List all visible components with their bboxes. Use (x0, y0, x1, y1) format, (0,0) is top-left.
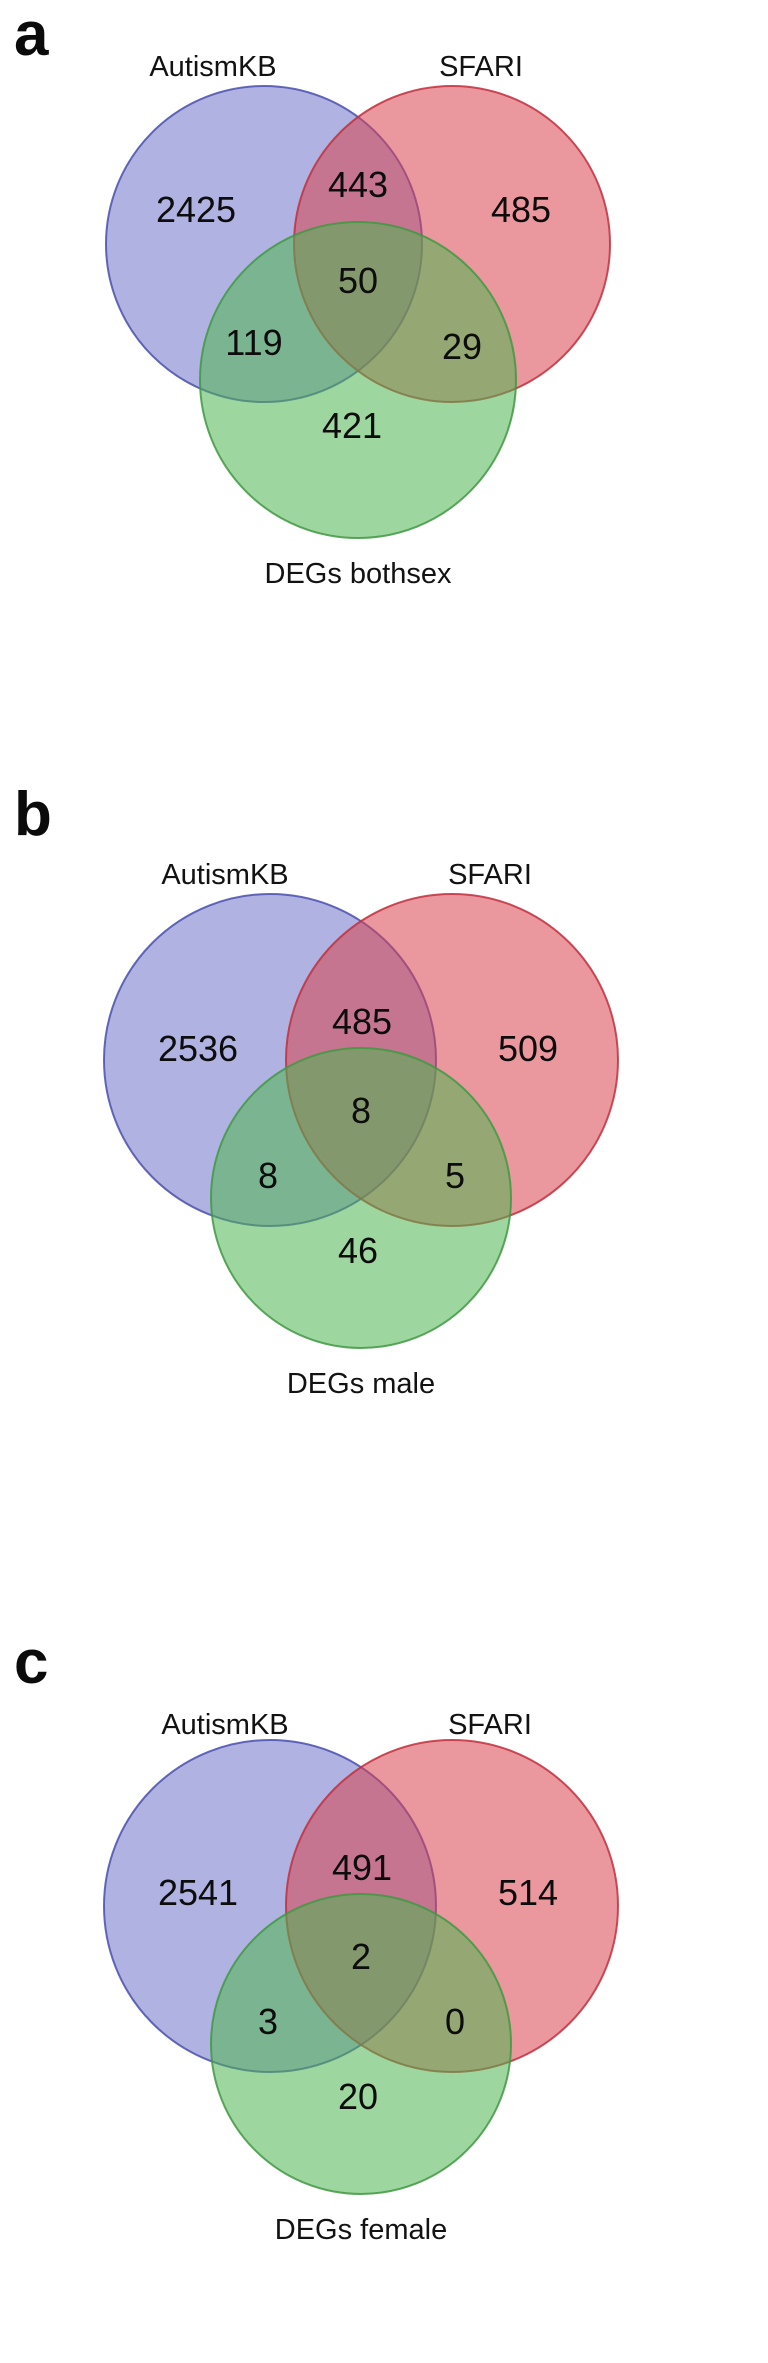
panel-c-venn: AutismKB SFARI 2541 491 514 2 3 0 20 DEG… (0, 1698, 768, 2363)
panel-c: c AutismKB SFARI 2541 491 514 2 3 0 20 D… (0, 1530, 768, 2363)
panel-b-count-autismkb-sfari: 485 (332, 1001, 392, 1042)
panel-c-count-sfari-degs: 0 (445, 2001, 465, 2042)
panel-b-count-sfari-only: 509 (498, 1028, 558, 1069)
panel-c-label-degs: DEGs female (275, 2214, 447, 2246)
panel-c-count-all-three: 2 (351, 1936, 371, 1977)
panel-a-label-sfari: SFARI (439, 51, 523, 83)
panel-b-letter: b (14, 780, 52, 849)
panel-a-count-autismkb-degs: 119 (225, 322, 282, 363)
panel-a-count-degs-only: 421 (322, 405, 382, 446)
panel-a-venn: AutismKB SFARI 2425 443 485 50 119 29 42… (0, 40, 768, 700)
panel-c-count-autismkb-sfari: 491 (332, 1847, 392, 1888)
panel-a-count-autismkb-sfari: 443 (328, 164, 388, 205)
panel-b-label-degs: DEGs male (287, 1368, 435, 1400)
panel-a-count-sfari-degs: 29 (442, 326, 482, 367)
panel-c-venn-svg: AutismKB SFARI 2541 491 514 2 3 0 20 DEG… (103, 1709, 619, 2246)
panel-c-count-degs-only: 20 (338, 2076, 378, 2117)
panel-b: b AutismKB SFARI 2536 485 509 8 8 5 46 D… (0, 740, 768, 1530)
panel-b-label-autismkb: AutismKB (161, 859, 288, 891)
panel-a-letter: a (14, 0, 48, 69)
panel-a-label-degs: DEGs bothsex (265, 558, 452, 590)
panel-a-count-sfari-only: 485 (491, 189, 551, 230)
panel-a-count-autismkb-only: 2425 (156, 189, 236, 230)
panel-b-venn-svg: AutismKB SFARI 2536 485 509 8 8 5 46 DEG… (103, 859, 619, 1400)
panel-c-count-autismkb-only: 2541 (158, 1872, 238, 1913)
panel-b-venn: AutismKB SFARI 2536 485 509 8 8 5 46 DEG… (0, 848, 768, 1528)
panel-a-label-autismkb: AutismKB (149, 51, 276, 83)
panel-a: a AutismKB SFARI 2425 443 485 50 119 29 … (0, 0, 768, 740)
panel-b-count-degs-only: 46 (338, 1230, 378, 1271)
panel-a-venn-svg: AutismKB SFARI 2425 443 485 50 119 29 42… (105, 51, 611, 590)
panel-c-count-autismkb-degs: 3 (258, 2001, 278, 2042)
panel-a-count-all-three: 50 (338, 260, 378, 301)
panel-b-label-sfari: SFARI (448, 859, 532, 891)
panel-b-count-sfari-degs: 5 (445, 1155, 465, 1196)
panel-b-count-autismkb-only: 2536 (158, 1028, 238, 1069)
panel-b-count-all-three: 8 (351, 1090, 371, 1131)
panel-c-count-sfari-only: 514 (498, 1872, 558, 1913)
panel-b-count-autismkb-degs: 8 (258, 1155, 278, 1196)
panel-c-label-sfari: SFARI (448, 1709, 532, 1741)
panel-b-circle-degs (210, 1047, 512, 1349)
panel-a-circle-degs (199, 221, 517, 539)
panel-c-circle-degs (210, 1893, 512, 2195)
panel-c-label-autismkb: AutismKB (161, 1709, 288, 1741)
panel-c-letter: c (14, 1628, 48, 1697)
